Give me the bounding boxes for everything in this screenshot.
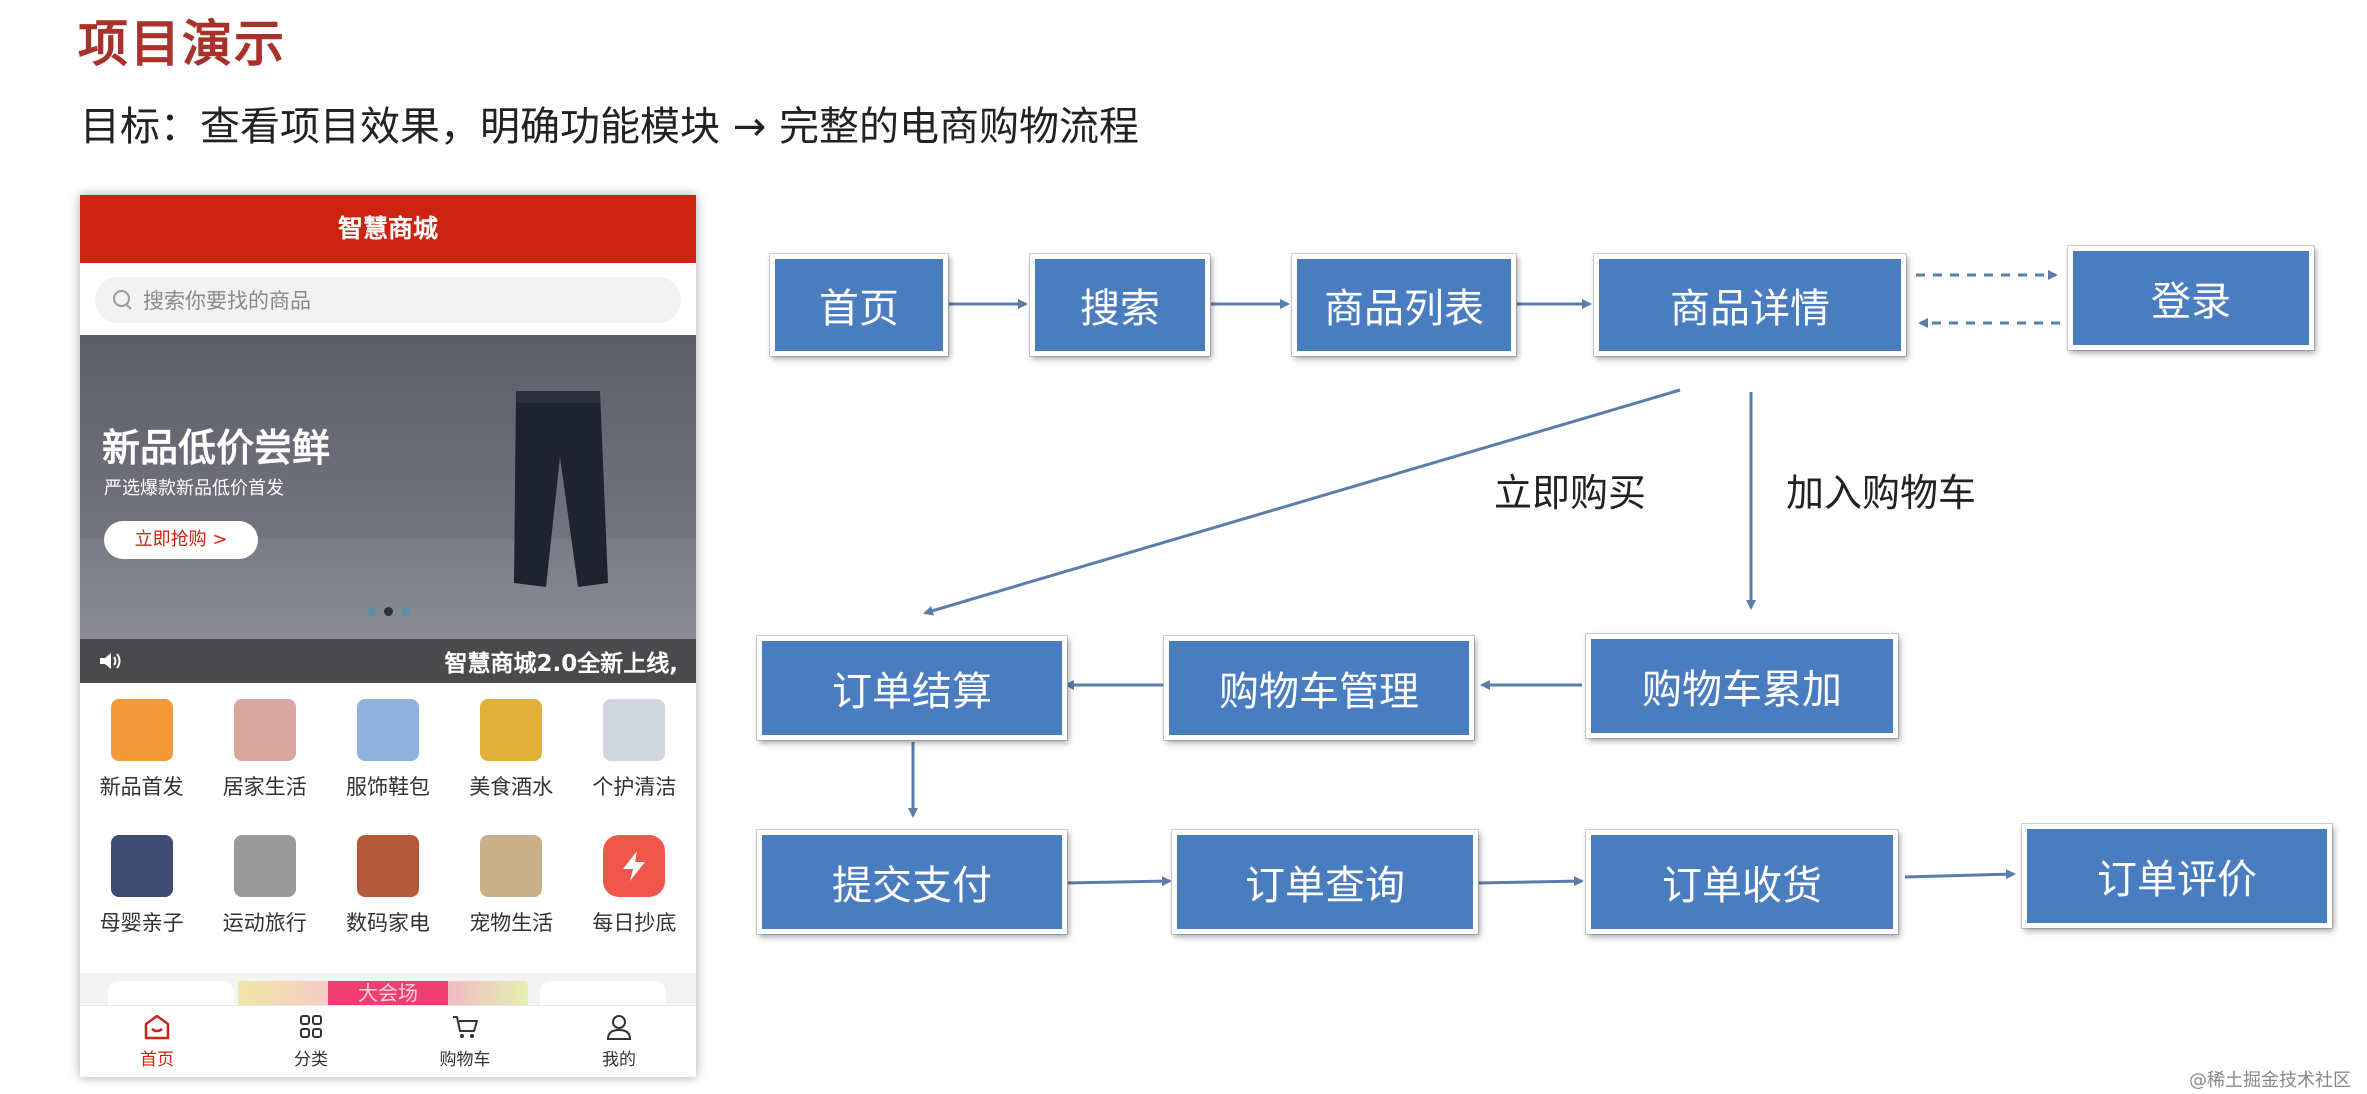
category-item[interactable]: 个护清洁: [573, 699, 696, 835]
bedding-icon: [233, 699, 296, 761]
arrow-buy-now: [923, 388, 1681, 616]
search-icon: [113, 290, 133, 310]
category-label: 居家生活: [222, 775, 307, 799]
slide-title: 项目演示: [78, 15, 286, 73]
flow-node-cart-add: 购物车累加: [1586, 634, 1898, 738]
category-item[interactable]: 数码家电: [326, 835, 449, 971]
bottom-tab-bar: 首页 分类 购物车 我的: [80, 1005, 696, 1077]
category-label: 每日抄底: [592, 911, 677, 935]
flow-node-submit-payment: 提交支付: [757, 830, 1067, 934]
category-label: 数码家电: [345, 911, 430, 935]
category-item[interactable]: 新品首发: [80, 699, 203, 835]
category-label: 个护清洁: [592, 775, 677, 799]
watermark: @稀土掘金技术社区: [2189, 1070, 2351, 1091]
flow-node-checkout: 订单结算: [757, 636, 1067, 740]
category-label: 服饰鞋包: [345, 775, 430, 799]
tab-profile[interactable]: 我的: [542, 1006, 696, 1077]
tab-category[interactable]: 分类: [234, 1006, 388, 1077]
flow-node-home: 首页: [770, 254, 948, 356]
banner-title: 新品低价尝鲜: [102, 426, 331, 470]
search-input[interactable]: 搜索你要找的商品: [95, 277, 681, 323]
carousel-dot[interactable]: [401, 607, 410, 616]
home-icon: [144, 1014, 170, 1040]
category-label: 宠物生活: [469, 911, 554, 935]
flow-node-order-receive: 订单收货: [1586, 830, 1898, 934]
category-grid: 新品首发 居家生活 服饰鞋包 美食酒水 个护清洁母婴亲子 运动旅行 数码家电 宠物生活 每日抄底: [80, 683, 696, 973]
category-grid-icon: [300, 1015, 322, 1038]
flow-node-order-query: 订单查询: [1172, 830, 1478, 934]
arrow-receive-review: [1904, 869, 2016, 880]
tab-label: 分类: [294, 1050, 328, 1070]
tab-label: 我的: [602, 1050, 636, 1070]
promo-banner[interactable]: 新品低价尝鲜 严选爆款新品低价首发 立即抢购 >: [80, 335, 696, 639]
phone-mockup: 智慧商城 搜索你要找的商品 新品低价尝鲜 严选爆款新品低价首发 立即抢购 > 智…: [80, 195, 696, 1077]
tab-label: 购物车: [439, 1050, 491, 1070]
search-placeholder: 搜索你要找的商品: [143, 289, 311, 313]
search-bar: 搜索你要找的商品: [80, 263, 696, 335]
appliance-icon: [356, 835, 419, 897]
carousel-dot-active[interactable]: [384, 607, 393, 616]
slide-goal: 目标：查看项目效果，明确功能模块 → 完整的电商购物流程: [80, 104, 1139, 150]
category-label: 运动旅行: [222, 911, 307, 935]
flow-node-login: 登录: [2068, 246, 2314, 350]
banner-subtitle: 严选爆款新品低价首发: [104, 478, 284, 499]
promo-text: 大会场: [328, 981, 448, 1007]
tab-cart[interactable]: 购物车: [388, 1006, 542, 1077]
flow-node-order-review: 订单评价: [2022, 824, 2332, 928]
arrow-pay-query: [1064, 876, 1172, 887]
category-item[interactable]: 宠物生活: [450, 835, 573, 971]
tab-home[interactable]: 首页: [80, 1006, 234, 1077]
category-label: 美食酒水: [469, 775, 554, 799]
carousel-dot[interactable]: [367, 607, 376, 616]
tab-label: 首页: [140, 1050, 174, 1070]
flow-node-product-list: 商品列表: [1292, 254, 1516, 356]
label-buy-now: 立即购买: [1494, 471, 1647, 515]
category-label: 母婴亲子: [99, 911, 184, 935]
cleaning-icon: [603, 699, 666, 761]
category-item[interactable]: 每日抄底: [573, 835, 696, 971]
new-bag-icon: [110, 699, 173, 761]
backpack-icon: [110, 835, 173, 897]
user-icon: [606, 1015, 632, 1040]
flow-node-search: 搜索: [1030, 254, 1210, 356]
carousel-dots[interactable]: [367, 607, 410, 616]
category-item[interactable]: 运动旅行: [203, 835, 326, 971]
app-header-title: 智慧商城: [80, 195, 696, 263]
banner-buy-button[interactable]: 立即抢购 >: [104, 521, 258, 559]
notice-text: 智慧商城2.0全新上线,: [444, 651, 678, 677]
lightning-icon: [603, 835, 666, 897]
arrow-query-receive: [1476, 876, 1584, 887]
category-item[interactable]: 母婴亲子: [80, 835, 203, 971]
pants-image: [514, 391, 608, 587]
speaker-icon: [100, 653, 121, 669]
flow-node-product-detail: 商品详情: [1594, 254, 1906, 356]
shirt-icon: [356, 699, 419, 761]
label-add-to-cart: 加入购物车: [1786, 471, 1977, 515]
category-item[interactable]: 美食酒水: [450, 699, 573, 835]
category-item[interactable]: 服饰鞋包: [326, 699, 449, 835]
notice-bar[interactable]: 智慧商城2.0全新上线,: [80, 639, 696, 683]
cart-icon: [453, 1016, 478, 1038]
category-label: 新品首发: [99, 775, 184, 799]
suitcase-icon: [233, 835, 296, 897]
category-item[interactable]: 居家生活: [203, 699, 326, 835]
pet-food-icon: [480, 835, 543, 897]
food-icon: [480, 699, 543, 761]
flow-node-cart-manage: 购物车管理: [1164, 636, 1474, 740]
